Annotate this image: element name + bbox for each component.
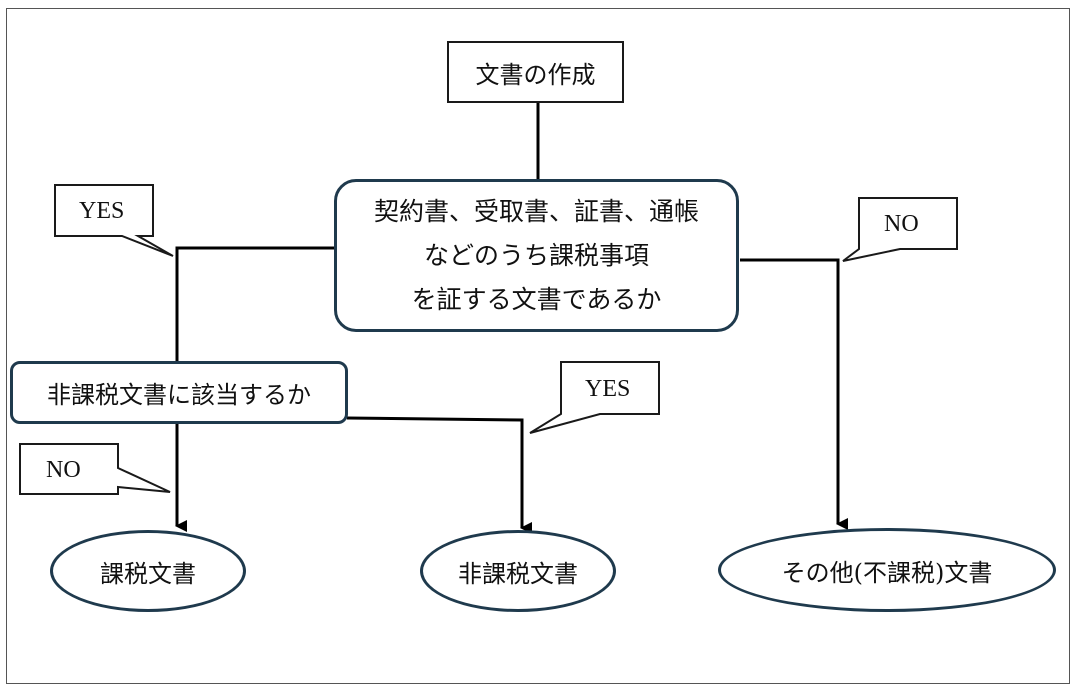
question-line-2: などのうち課税事項 — [423, 240, 649, 270]
question-line-3: を証する文書であるか — [411, 284, 662, 314]
question-node-nontaxable: 非課税文書に該当するか — [10, 361, 348, 424]
connector-q1-yes — [175, 246, 334, 362]
question-node-taxable-matter: 契約書、受取書、証書、通帳 などのうち課税事項 を証する文書であるか — [334, 179, 739, 332]
start-node: 文書の作成 — [447, 41, 624, 103]
callout-label-q2-yes: YES — [585, 376, 631, 402]
connector-q2-yes — [346, 416, 532, 534]
connector-q1-no — [740, 258, 848, 530]
result-node-nontaxable: 非課税文書 — [420, 530, 616, 612]
question-line-1: 契約書、受取書、証書、通帳 — [373, 196, 699, 226]
diagram-frame — [6, 8, 1070, 684]
callout-label-q2-no: NO — [46, 457, 81, 483]
callout-bubble-q2-yes — [529, 361, 660, 434]
callout-bubble-q1-no — [842, 197, 958, 262]
callout-bubble-q1-yes — [54, 184, 174, 257]
callout-bubble-q2-no — [19, 443, 171, 495]
callout-label-q1-no: NO — [884, 211, 919, 237]
result-node-taxable: 課税文書 — [50, 530, 246, 612]
callout-label-q1-yes: YES — [79, 198, 125, 224]
result-node-other: その他(不課税)文書 — [718, 528, 1056, 612]
